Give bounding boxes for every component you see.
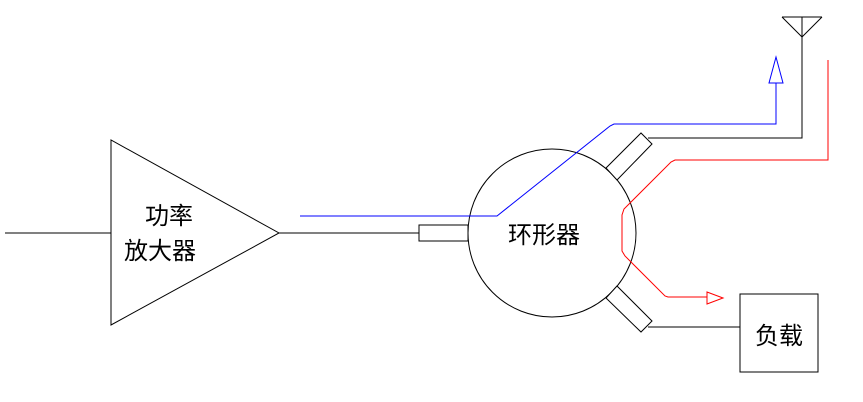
amplifier-triangle-icon xyxy=(110,139,281,326)
circulator-to-antenna-wire xyxy=(648,37,803,139)
load: 负载 xyxy=(739,293,819,373)
antenna-right-arm xyxy=(801,16,823,38)
antenna-left-arm xyxy=(781,16,803,38)
antenna xyxy=(781,16,823,38)
reflected-arrowhead-icon xyxy=(706,291,725,305)
load-box xyxy=(739,293,819,373)
circulator-port-left xyxy=(418,224,469,242)
forward-path-line xyxy=(300,83,777,217)
amplifier-label-line1: 功率 xyxy=(145,202,193,230)
circulator: 环形器 xyxy=(418,132,653,333)
circulator-label: 环形器 xyxy=(508,221,580,249)
forward-signal-path xyxy=(300,55,784,217)
reflected-signal-path xyxy=(621,60,829,305)
load-label: 负载 xyxy=(755,322,803,350)
amplifier: 功率 放大器 xyxy=(110,139,281,326)
circulator-port-lower-right xyxy=(605,285,653,333)
circulator-port-upper-right xyxy=(605,132,653,181)
amplifier-label-line2: 放大器 xyxy=(124,237,196,265)
forward-arrowhead-icon xyxy=(768,55,784,84)
reflected-path-line xyxy=(621,60,829,298)
